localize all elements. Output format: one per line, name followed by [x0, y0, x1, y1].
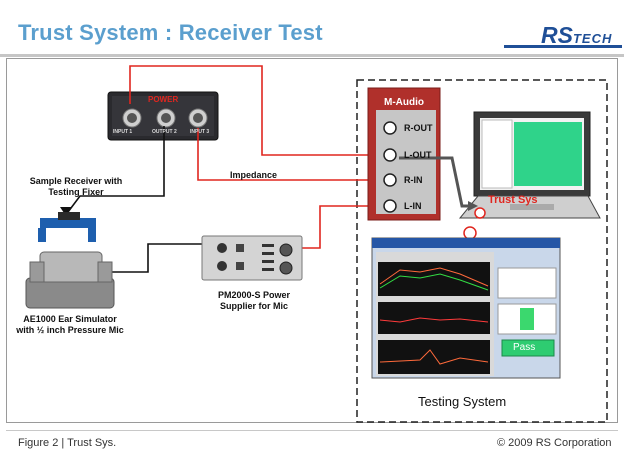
footer-rule	[6, 430, 618, 431]
amplifier-unit	[107, 91, 219, 141]
computer	[458, 111, 601, 240]
page-header: Trust System : Receiver Test RSTECH	[0, 0, 624, 58]
connector-label-3: INPUT 3	[190, 129, 210, 135]
testing-system-boundary	[356, 79, 608, 423]
power-supplier-label: PM2000-S Power Supplier for Mic	[217, 290, 291, 311]
trust-sys-label: Trust Sys	[488, 194, 538, 206]
arrow-head	[60, 207, 72, 216]
receiver-fixture	[38, 212, 96, 242]
copyright-text: © 2009 RS Corporation	[497, 437, 612, 449]
ear-simulator-label: AE1000 Ear Simulator with ½ inch Pressur…	[16, 314, 124, 335]
maudio-port-l-in: L-IN	[404, 201, 422, 211]
maudio-port-l-out: L-OUT	[404, 150, 432, 160]
sample-receiver-label: Sample Receiver with Testing Fixer	[29, 176, 123, 197]
maudio-box	[367, 87, 441, 221]
maudio-port-r-in: R-IN	[404, 175, 423, 185]
company-logo: RSTECH	[541, 22, 612, 49]
power-supplier	[201, 235, 303, 281]
black-wires	[67, 126, 210, 273]
software-window	[371, 237, 561, 379]
connector-arrow	[468, 201, 478, 211]
maudio-port-r-out: R-OUT	[404, 123, 433, 133]
power-label: POWER	[148, 95, 179, 104]
page-title: Trust System : Receiver Test	[18, 20, 323, 45]
connector-label-1: INPUT 1	[113, 129, 133, 135]
figure-caption: Figure 2 | Trust Sys.	[18, 437, 117, 449]
ear-simulator	[25, 251, 115, 309]
header-rule	[0, 54, 624, 57]
pass-label: Pass	[513, 342, 536, 353]
logo-sub-text: TECH	[572, 31, 613, 46]
connector-label-2: OUTPUT 2	[152, 129, 177, 135]
red-wires	[129, 65, 386, 249]
impedance-label: Impedance	[230, 170, 278, 180]
testing-system-label: Testing System	[418, 394, 507, 409]
gray-connector	[399, 156, 470, 208]
logo-main-text: RS	[541, 22, 573, 48]
maudio-title: M-Audio	[384, 97, 424, 108]
logo-underline	[504, 45, 622, 48]
